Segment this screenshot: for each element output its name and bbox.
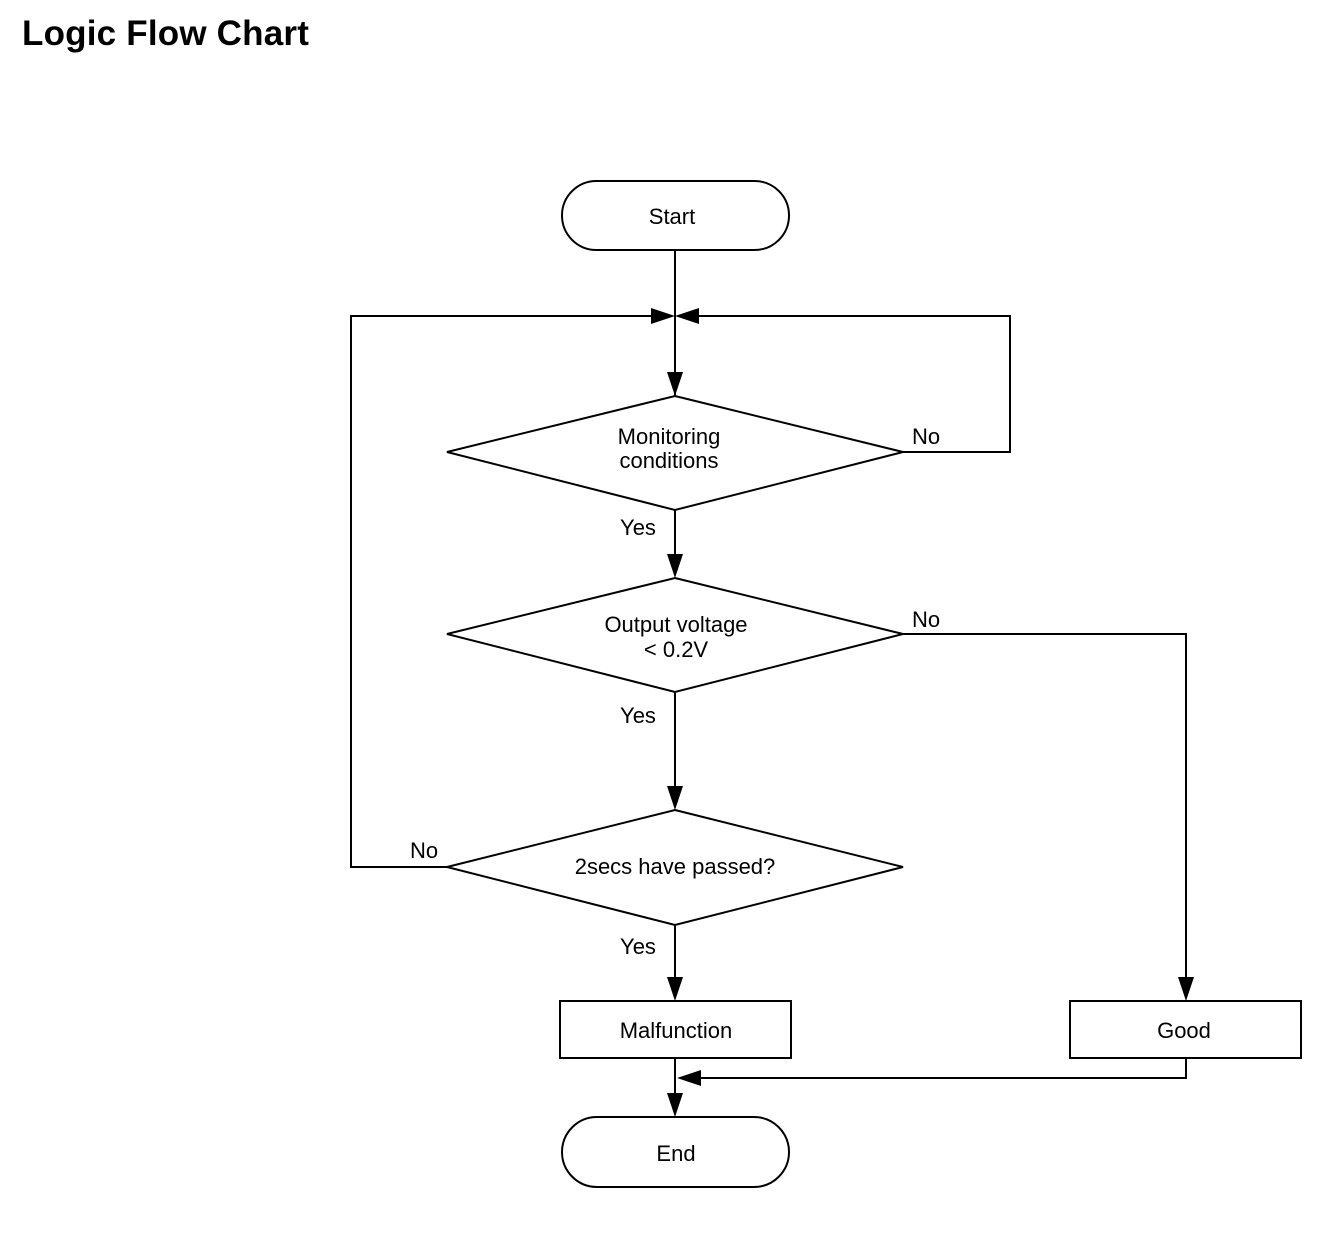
end-label: End bbox=[656, 1141, 695, 1166]
output-voltage-decision: Output voltage < 0.2V bbox=[446, 576, 904, 694]
passed-label: 2secs have passed? bbox=[575, 854, 776, 879]
malfunction-label: Malfunction bbox=[620, 1018, 733, 1043]
voltage-yes-label: Yes bbox=[620, 703, 656, 728]
monitoring-label-line-2: conditions bbox=[619, 448, 718, 473]
arrowhead-loop-left bbox=[651, 308, 675, 324]
connector-voltage-to-good bbox=[903, 633, 1187, 988]
voltage-no-label: No bbox=[912, 607, 940, 632]
malfunction-node: Malfunction bbox=[559, 1000, 792, 1059]
voltage-label-line-1: Output voltage bbox=[604, 612, 747, 637]
connector-loop-right bbox=[690, 315, 1011, 453]
arrowhead-to-passed bbox=[667, 786, 683, 810]
connector-loop-left bbox=[350, 315, 660, 868]
page-title: Logic Flow Chart bbox=[22, 14, 310, 53]
arrowhead-to-malfunction bbox=[667, 977, 683, 1001]
monitoring-yes-label: Yes bbox=[620, 515, 656, 540]
arrowhead-to-end bbox=[667, 1093, 683, 1117]
arrowhead-to-voltage bbox=[667, 554, 683, 578]
arrowhead-join bbox=[677, 1070, 701, 1086]
end-node: End bbox=[561, 1116, 790, 1188]
monitoring-label-line-1: Monitoring bbox=[618, 424, 721, 449]
passed-yes-label: Yes bbox=[620, 934, 656, 959]
connector-good-to-join bbox=[690, 1058, 1187, 1079]
good-node: Good bbox=[1069, 1000, 1302, 1059]
time-passed-decision: 2secs have passed? bbox=[446, 808, 904, 927]
arrowhead-loop-right bbox=[675, 308, 699, 324]
arrowhead-to-good bbox=[1178, 977, 1194, 1001]
start-label: Start bbox=[649, 204, 695, 229]
start-node: Start bbox=[561, 180, 790, 251]
good-label: Good bbox=[1157, 1018, 1211, 1043]
monitoring-conditions-decision: Monitoring conditions bbox=[446, 394, 904, 512]
voltage-label-line-2: < 0.2V bbox=[644, 637, 709, 662]
passed-no-label: No bbox=[410, 838, 438, 863]
monitoring-no-label: No bbox=[912, 424, 940, 449]
arrowhead-to-monitoring bbox=[667, 372, 683, 396]
